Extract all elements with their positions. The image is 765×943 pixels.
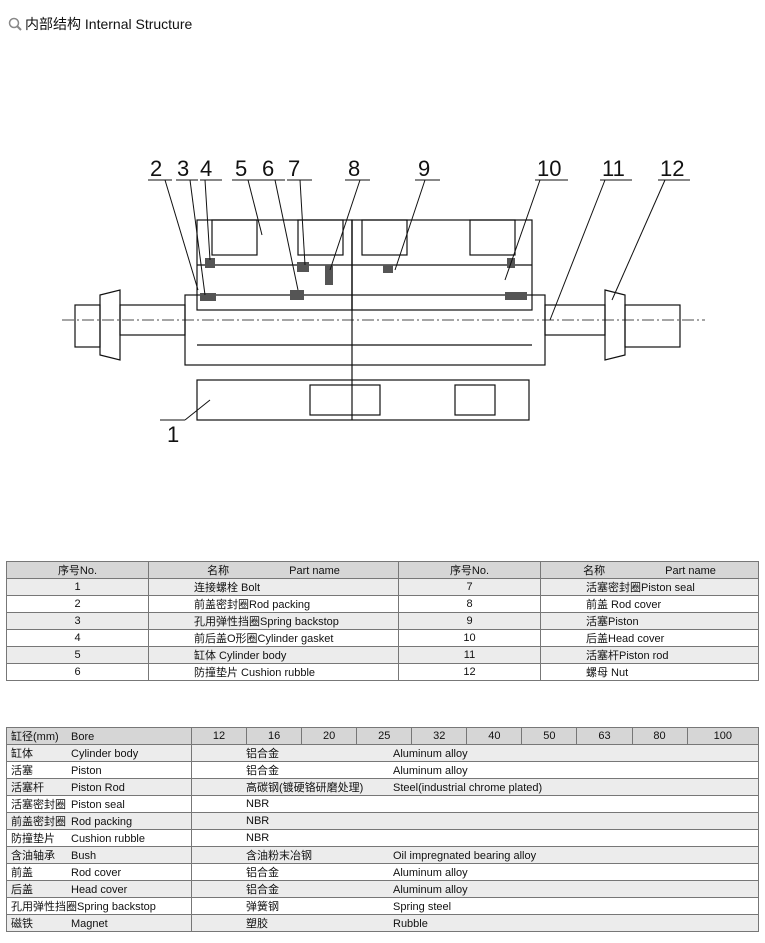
rod-end-left bbox=[74, 304, 101, 348]
cylinder-body bbox=[184, 294, 546, 366]
port-left bbox=[211, 219, 258, 256]
bore-size: 12 bbox=[190, 727, 248, 745]
bore-size: 25 bbox=[356, 727, 413, 745]
header-no: 序号No. bbox=[6, 561, 149, 579]
bore-size: 100 bbox=[686, 727, 760, 745]
bore-size: 63 bbox=[576, 727, 633, 745]
callout-9: 9 bbox=[418, 156, 430, 181]
header-no: 序号No. bbox=[398, 561, 541, 579]
callout-4: 4 bbox=[200, 156, 212, 181]
bore-size: 16 bbox=[246, 727, 303, 745]
callout-10: 10 bbox=[537, 156, 561, 181]
callout-2: 2 bbox=[150, 156, 162, 181]
bolt-section bbox=[196, 379, 530, 421]
callout-6: 6 bbox=[262, 156, 274, 181]
bore-size: 50 bbox=[521, 727, 578, 745]
callout-12: 12 bbox=[660, 156, 684, 181]
title-text: 内部结构 Internal Structure bbox=[25, 16, 193, 32]
bore-size: 20 bbox=[301, 727, 358, 745]
bore-size: 32 bbox=[411, 727, 468, 745]
callout-8: 8 bbox=[348, 156, 360, 181]
port-right bbox=[469, 219, 516, 256]
bore-size: 40 bbox=[466, 727, 523, 745]
bore-size: 80 bbox=[631, 727, 688, 745]
magnifier-icon bbox=[8, 17, 22, 31]
port-mid-right bbox=[361, 219, 408, 256]
callout-11: 11 bbox=[602, 156, 625, 181]
cylinder-drawing: 2 3 4 5 6 7 8 9 10 11 12 1 bbox=[62, 156, 705, 447]
callout-1: 1 bbox=[167, 422, 179, 447]
callout-5: 5 bbox=[235, 156, 247, 181]
port-mid-left bbox=[297, 219, 344, 256]
callout-3: 3 bbox=[177, 156, 189, 181]
rod-end-right bbox=[624, 304, 681, 348]
section-title: 内部结构 Internal Structure bbox=[8, 14, 192, 34]
callout-7: 7 bbox=[288, 156, 300, 181]
